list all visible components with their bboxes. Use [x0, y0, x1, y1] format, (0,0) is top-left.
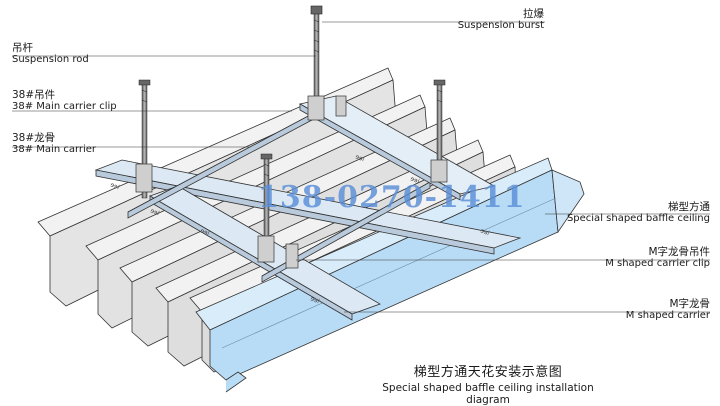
svg-text:ɘɘl: ɘɘl — [309, 295, 320, 305]
expansion-anchor — [310, 5, 323, 15]
label-cn: M字龙骨吊件 — [648, 246, 710, 258]
label-cn: 拉爆 — [523, 8, 544, 20]
label-en: Suspension burst — [457, 20, 544, 32]
label-cn: 38#龙骨 — [12, 132, 56, 144]
label-suspension-rod: 吊杆 Suspension rod — [12, 42, 89, 66]
label-suspension-burst: 拉爆 Suspension burst — [458, 8, 544, 32]
main-carrier-clip-top — [307, 95, 325, 121]
label-cn: 吊杆 — [12, 42, 33, 54]
label-m-carrier: M字龙骨 M shaped carrier — [626, 298, 710, 322]
label-en: M shaped carrier — [625, 310, 710, 322]
svg-text:ɘɘl: ɘɘl — [199, 227, 210, 237]
baffle-strip-blue — [195, 157, 585, 393]
main-carrier-clip-left — [135, 163, 153, 193]
m-carrier-clip-2 — [335, 95, 347, 117]
caption-en: Special shaped baffle ceiling installati… — [382, 382, 594, 406]
label-cn: 梯型方通 — [668, 201, 710, 213]
leader-lines — [12, 21, 710, 313]
m-carrier-clip — [285, 243, 299, 269]
svg-text:ɘɘl: ɘɘl — [354, 153, 365, 163]
main-carrier-clip-right — [430, 159, 448, 183]
caption-cn: 梯型方通天花安装示意图 — [413, 365, 563, 380]
label-baffle-ceiling: 梯型方通 Special shaped baffle ceiling — [567, 201, 710, 225]
suspension-rods — [138, 5, 446, 261]
svg-text:ɘɘl: ɘɘl — [109, 181, 120, 191]
rod-top — [313, 9, 320, 105]
carrier-clips — [135, 95, 448, 269]
diagram-caption: 梯型方通天花安装示意图 Special shaped baffle ceilin… — [363, 361, 613, 406]
label-cn: 38#吊件 — [12, 89, 56, 101]
label-cn: M字龙骨 — [669, 298, 710, 310]
rod-right — [436, 81, 443, 173]
label-en: 38# Main carrier — [12, 144, 97, 156]
label-en: 38# Main carrier clip — [12, 101, 117, 113]
label-en: M shaped carrier clip — [605, 258, 710, 270]
main-carrier-clip-front — [257, 235, 275, 263]
phone-watermark: 138-0270-1411 — [258, 180, 526, 215]
label-en: Suspension rod — [12, 54, 89, 66]
svg-text:ɘɘl: ɘɘl — [479, 227, 490, 237]
svg-text:ɘɘl: ɘɘl — [149, 207, 160, 217]
label-main-carrier: 38#龙骨 38# Main carrier — [12, 132, 96, 156]
carrier-markings: ɘɘl ɘɘl ɘɘl ɘɘl ɘɘl ɘɘl ɘɘl — [109, 153, 490, 305]
label-en: Special shaped baffle ceiling — [566, 213, 710, 225]
label-main-carrier-clip: 38#吊件 38# Main carrier clip — [12, 89, 117, 113]
label-m-carrier-clip: M字龙骨吊件 M shaped carrier clip — [605, 246, 710, 270]
svg-text:ɘɘl: ɘɘl — [409, 175, 420, 185]
